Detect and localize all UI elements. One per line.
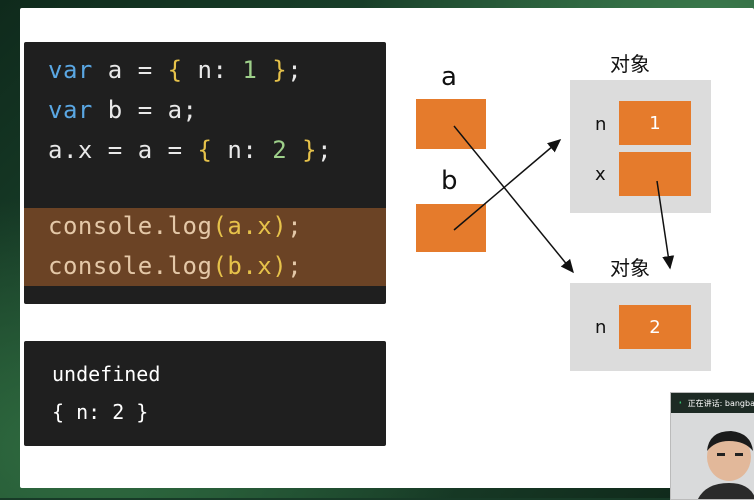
code-block: var a = { n: 1 }; var b = a; a.x = a = {… [24, 42, 386, 304]
microphone-icon [679, 401, 682, 404]
var-a-box [416, 99, 486, 149]
object1-title: 对象 [610, 52, 650, 76]
code-token: ; [287, 56, 303, 84]
output-line-1: undefined [52, 362, 161, 386]
code-token: console.log [48, 252, 213, 280]
speaker-video[interactable]: 正在讲话: bangba [670, 392, 754, 500]
arrow-x-to-object2 [656, 180, 675, 270]
code-token: n: [182, 56, 243, 84]
code-token: n: [212, 136, 273, 164]
output-block: undefined { n: 2 } [24, 341, 386, 446]
speaker-avatar [698, 431, 754, 499]
code-line-2: var b = a; [48, 96, 198, 124]
output-line-2: { n: 2 } [52, 400, 149, 424]
code-token: b = a; [92, 96, 198, 124]
code-token: ; [287, 212, 303, 240]
var-a-label: a [441, 62, 457, 92]
code-token: var [48, 96, 93, 124]
object2-title: 对象 [610, 256, 650, 280]
code-line-3: a.x = a = { n: 2 }; [48, 136, 332, 164]
code-line-5: console.log(b.x); [48, 252, 302, 280]
code-token: var [48, 56, 93, 84]
code-token: 2 [272, 136, 288, 164]
code-token: console.log [48, 212, 213, 240]
speaker-status-bar: 正在讲话: bangba [671, 393, 754, 413]
code-line-4: console.log(a.x); [48, 212, 302, 240]
object1-value-x [619, 152, 691, 196]
code-token: { [197, 136, 213, 164]
speaker-status: 正在讲话: bangba [687, 398, 754, 408]
code-token: { [167, 56, 183, 84]
code-token: } [302, 136, 318, 164]
code-token: (a.x) [212, 212, 288, 240]
code-token: (b.x) [212, 252, 288, 280]
code-token: ; [317, 136, 333, 164]
object1-field-n: n [595, 114, 607, 135]
code-token: ; [287, 252, 303, 280]
object1-value-n: 1 [619, 101, 691, 145]
object2-field-n: n [595, 317, 607, 338]
object2-value-n: 2 [619, 305, 691, 349]
code-token: 1 [242, 56, 258, 84]
object1-field-x: x [595, 164, 606, 185]
var-b-label: b [441, 166, 458, 196]
arrow-b-to-object1 [453, 139, 562, 231]
code-token: a.x = a = [48, 136, 198, 164]
highlight-band [24, 208, 386, 286]
code-token: } [272, 56, 288, 84]
code-line-1: var a = { n: 1 }; [48, 56, 302, 84]
code-token: a = [92, 56, 168, 84]
arrow-a-to-object2 [453, 125, 574, 274]
